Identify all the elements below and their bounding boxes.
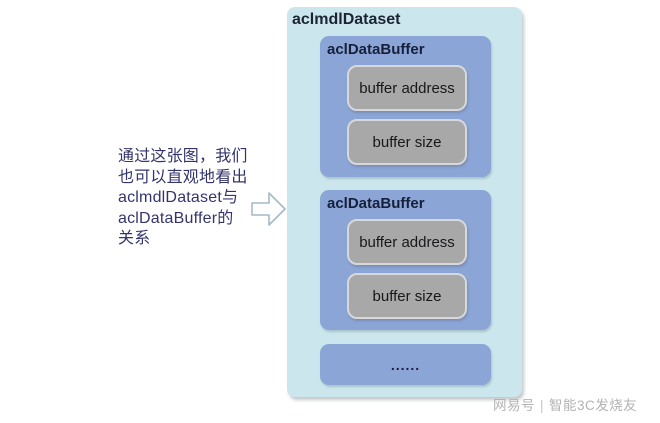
annotation-line: 通过这张图，我们 — [118, 148, 248, 165]
more-buffers-box: ...... — [320, 344, 491, 385]
buffer-address-chip: buffer address — [347, 219, 467, 265]
acl-data-buffer-box: aclDataBuffer buffer address buffer size — [320, 190, 491, 330]
watermark: 网易号 | 智能3C发烧友 — [493, 394, 637, 414]
watermark-author: 智能3C发烧友 — [549, 398, 638, 413]
annotation-line: 也可以直观地看出 — [118, 168, 248, 186]
aclmdl-dataset-box: aclmdlDataset aclDataBuffer buffer addre… — [287, 7, 522, 397]
watermark-separator: | — [540, 398, 545, 413]
annotation-text: 通过这张图，我们 也可以直观地看出 aclmdlDataset与 aclData… — [118, 147, 268, 250]
annotation-line: 关系 — [118, 230, 151, 247]
acl-data-buffer-box: aclDataBuffer buffer address buffer size — [320, 36, 491, 177]
annotation-line: aclmdlDataset与 — [118, 189, 239, 206]
dataset-title: aclmdlDataset — [292, 11, 401, 28]
buffer-size-chip: buffer size — [347, 119, 467, 165]
buffer-size-chip: buffer size — [347, 273, 467, 319]
buffer-title: aclDataBuffer — [327, 41, 425, 58]
right-block-arrow-icon — [251, 190, 287, 228]
buffer-title: aclDataBuffer — [327, 195, 425, 212]
annotation-line: aclDataBuffer的 — [118, 209, 234, 227]
watermark-platform: 网易号 — [493, 398, 535, 413]
buffer-address-chip: buffer address — [347, 65, 467, 111]
